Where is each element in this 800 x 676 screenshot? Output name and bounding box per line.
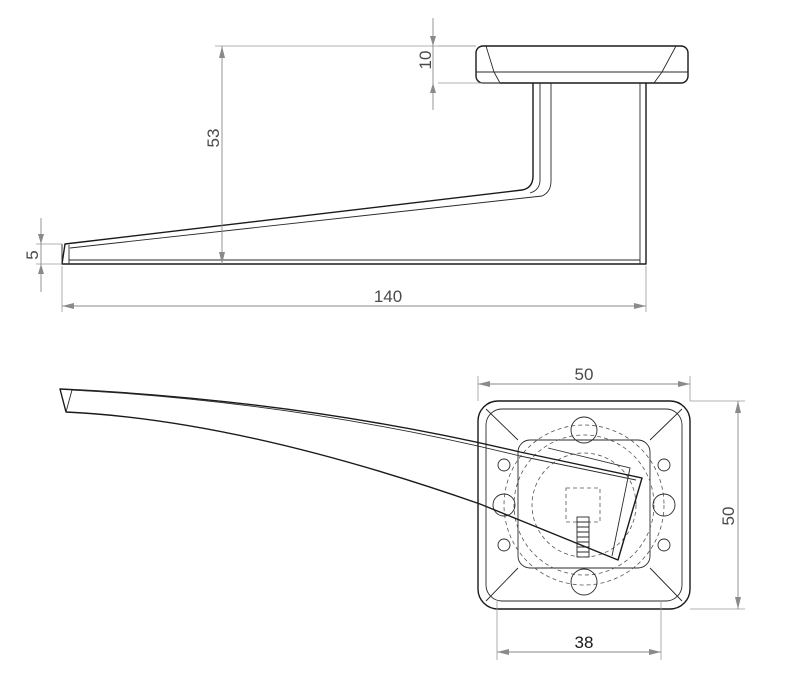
side-view-neck xyxy=(61,83,647,265)
dim-rose-thickness-label: 10 xyxy=(416,51,435,70)
dim-height-label: 53 xyxy=(204,129,223,148)
dim-rose-height-label: 50 xyxy=(719,507,738,526)
front-view-hole-3 xyxy=(657,458,671,472)
dim-length-label: 140 xyxy=(374,287,402,306)
side-view: 10 53 5 140 xyxy=(23,18,689,312)
front-view-recess xyxy=(517,439,651,569)
front-view-rose-outer xyxy=(477,400,691,610)
front-view-hidden-ring-inner xyxy=(513,434,655,576)
front-view: 50 50 38 xyxy=(59,365,745,660)
front-view-hole-1 xyxy=(497,458,511,472)
side-view-neck-inner xyxy=(69,83,552,249)
dim-height: 53 xyxy=(204,45,476,264)
dim-rose-thickness: 10 xyxy=(416,18,500,110)
front-view-hidden-spindle-ring xyxy=(531,452,637,558)
dim-inner-width-label: 38 xyxy=(575,633,594,652)
dim-inner-width: 38 xyxy=(496,600,662,660)
front-view-hole-4 xyxy=(657,538,671,552)
front-view-screw-left xyxy=(492,493,516,517)
front-view-rose-inner xyxy=(485,408,683,602)
front-view-screw-top xyxy=(570,416,598,444)
front-view-lever xyxy=(59,388,643,561)
dim-rose-height: 50 xyxy=(690,400,745,610)
dim-tip-thickness-label: 5 xyxy=(23,250,42,259)
front-view-grub-screw-thread xyxy=(577,521,589,553)
front-view-lever-edge xyxy=(65,389,637,481)
front-view-corner-lines xyxy=(485,408,683,602)
dim-tip-thickness: 5 xyxy=(23,218,62,292)
side-view-tip xyxy=(61,244,70,264)
side-view-rose xyxy=(475,45,689,84)
front-view-screw-right xyxy=(652,493,676,517)
front-view-hole-2 xyxy=(497,538,511,552)
front-view-hidden-ring xyxy=(503,424,665,586)
dim-rose-width: 50 xyxy=(477,365,691,401)
dim-length: 140 xyxy=(61,266,647,312)
side-view-rose-chamfer xyxy=(485,45,677,84)
front-view-lever-neck xyxy=(547,447,631,557)
dim-rose-width-label: 50 xyxy=(575,365,594,384)
front-view-screw-bottom xyxy=(570,568,598,596)
